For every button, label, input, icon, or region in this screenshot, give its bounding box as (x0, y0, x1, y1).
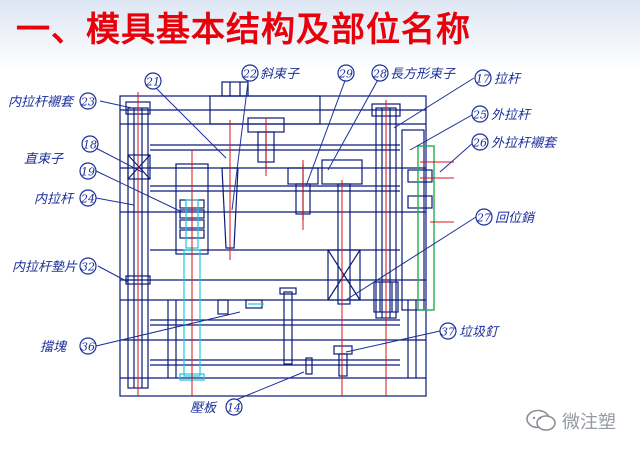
cyan-parts (179, 199, 264, 381)
callout-circles (79, 64, 493, 416)
straight-slider (127, 154, 151, 180)
label-22-text: 斜束子 (260, 67, 300, 82)
label-27-text: 回位銷 (495, 210, 536, 226)
label-37-text: 垃圾釘 (459, 325, 500, 340)
chat-bubble-icon (526, 409, 556, 431)
label-21-num: 21 (145, 76, 160, 89)
watermark-text: 微注塑 (562, 412, 616, 433)
label-straight-slider-text: 直束子 (24, 152, 64, 167)
label-28-text: 長方形束子 (390, 67, 456, 82)
label-27-num: 27 (476, 212, 491, 225)
label-32-num: 32 (81, 261, 95, 274)
callout-labels: 21 22 斜束子 29 28 長方形束子 17 拉杆 内拉杆襯套 23 25 … (8, 67, 558, 416)
label-28-num: 28 (372, 68, 387, 81)
label-32-text: 内拉杆墊片 (12, 259, 78, 275)
label-36-num: 36 (81, 341, 95, 354)
page-title: 一、模具基本结构及部位名称 (16, 10, 471, 50)
label-25-text: 外拉杆 (491, 107, 532, 123)
label-25-num: 25 (472, 109, 487, 122)
label-22-num: 22 (242, 68, 257, 81)
label-24-text: 内拉杆 (34, 191, 75, 207)
green-sleeve-outline (417, 145, 435, 311)
watermark: 微注塑 (526, 408, 616, 434)
label-23-text: 内拉杆襯套 (8, 94, 75, 110)
label-26-text: 外拉杆襯套 (491, 135, 558, 151)
label-37-num: 37 (441, 326, 455, 339)
label-14-text: 壓板 (190, 401, 218, 416)
label-26-num: 26 (472, 137, 487, 150)
label-17-text: 拉杆 (494, 71, 522, 87)
mold-drawing (119, 81, 433, 397)
center-lines (137, 92, 454, 396)
label-17-num: 17 (476, 73, 490, 86)
label-18-num: 18 (83, 139, 97, 152)
label-14-num: 14 (227, 402, 241, 415)
label-24-num: 24 (80, 193, 95, 206)
callout-leaders (89, 75, 477, 405)
mold-outer-frame (119, 95, 427, 397)
label-23-num: 23 (80, 96, 95, 109)
label-19-num: 19 (81, 166, 95, 179)
label-29-num: 29 (338, 68, 353, 81)
return-pin-box (327, 249, 361, 301)
label-36-text: 擋塊 (40, 340, 68, 355)
